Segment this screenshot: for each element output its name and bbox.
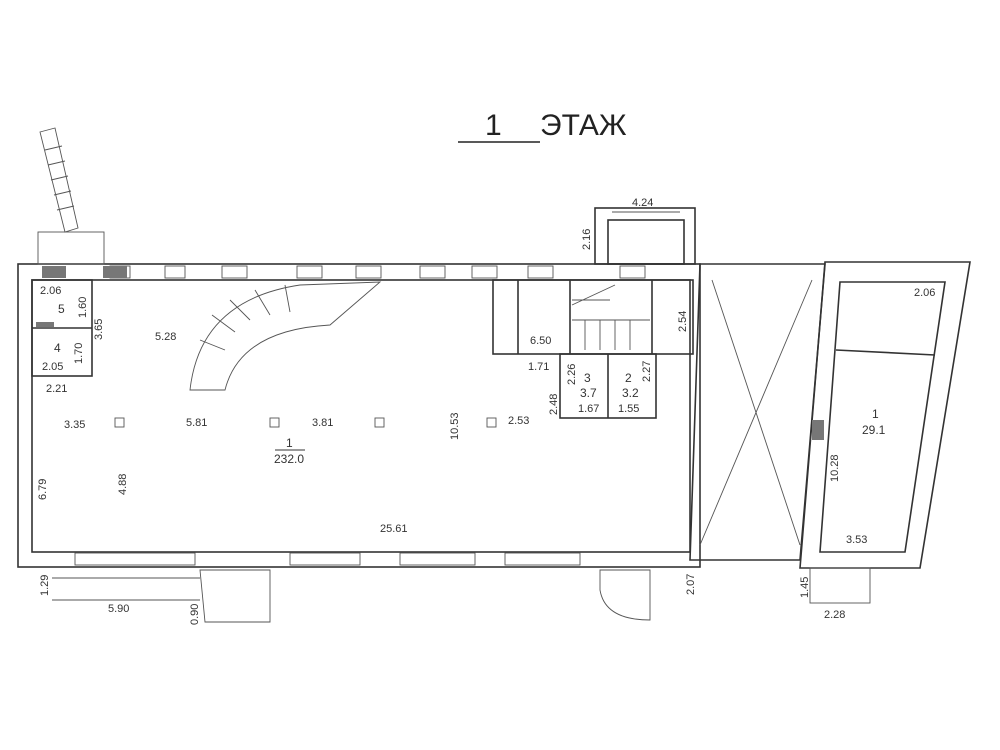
dimension: 1.45 bbox=[799, 577, 811, 598]
stairs bbox=[37, 127, 651, 623]
dimension: 3.65 bbox=[93, 319, 105, 340]
room-5-number: 5 bbox=[58, 302, 65, 316]
dimension: 1.70 bbox=[73, 343, 85, 364]
main-building-walls bbox=[17, 207, 701, 568]
dimension: 4.24 bbox=[632, 197, 653, 209]
room-1-area: 232.0 bbox=[274, 452, 304, 466]
dimension: 4.88 bbox=[117, 474, 129, 495]
dimension: 2.28 bbox=[824, 609, 845, 621]
dimension: 2.06 bbox=[914, 287, 935, 299]
dimension: 10.53 bbox=[449, 412, 461, 440]
dimension: 5.90 bbox=[108, 603, 129, 615]
dimension: 10.28 bbox=[829, 454, 841, 482]
room-r1-number: 1 bbox=[872, 407, 879, 421]
dimension: 2.26 bbox=[566, 364, 578, 385]
room-3-number: 3 bbox=[584, 371, 591, 385]
room-2-number: 2 bbox=[625, 371, 632, 385]
dimension: 3.53 bbox=[846, 534, 867, 546]
dimension-lines bbox=[52, 211, 680, 601]
dimension: 1.60 bbox=[77, 297, 89, 318]
dimension: 5.28 bbox=[155, 331, 176, 343]
dimension: 2.05 bbox=[42, 361, 63, 373]
room-r1-area: 29.1 bbox=[862, 423, 886, 437]
dimension: 6.50 bbox=[530, 335, 551, 347]
dimension: 2.06 bbox=[40, 285, 61, 297]
dimension: 2.53 bbox=[508, 415, 529, 427]
dimension: 2.54 bbox=[677, 311, 689, 332]
dimension: 1.29 bbox=[39, 575, 51, 596]
room-1-number: 1 bbox=[286, 436, 293, 450]
room-4-number: 4 bbox=[54, 341, 61, 355]
dimension: 1.71 bbox=[528, 361, 549, 373]
room-3-area: 3.7 bbox=[580, 386, 597, 400]
dimension: 2.48 bbox=[548, 394, 560, 415]
dimension: 2.16 bbox=[581, 229, 593, 250]
dimension: 2.07 bbox=[685, 574, 697, 595]
dimension: 1.55 bbox=[618, 403, 639, 415]
dimension: 3.35 bbox=[64, 419, 85, 431]
columns bbox=[114, 417, 497, 428]
right-building-walls bbox=[799, 261, 971, 604]
dimension: 5.81 bbox=[186, 417, 207, 429]
dimension: 3.81 bbox=[312, 417, 333, 429]
dimension-labels: 4.24 2.16 2.06 1.60 3.65 1.70 2.05 2.21 … bbox=[37, 197, 935, 625]
dimension: 6.79 bbox=[37, 479, 49, 500]
dimension: 0.90 bbox=[189, 604, 201, 625]
room-labels: 1 232.0 2 3.2 3 3.7 4 5 1 29.1 bbox=[54, 302, 886, 466]
floor-title: ЭТАЖ bbox=[540, 109, 627, 142]
dimension: 25.61 bbox=[380, 523, 408, 535]
room-2-area: 3.2 bbox=[622, 386, 639, 400]
dimension: 1.67 bbox=[578, 403, 599, 415]
dimension: 2.27 bbox=[641, 361, 653, 382]
floor-number: 1 bbox=[485, 109, 502, 142]
dimension: 2.21 bbox=[46, 383, 67, 395]
